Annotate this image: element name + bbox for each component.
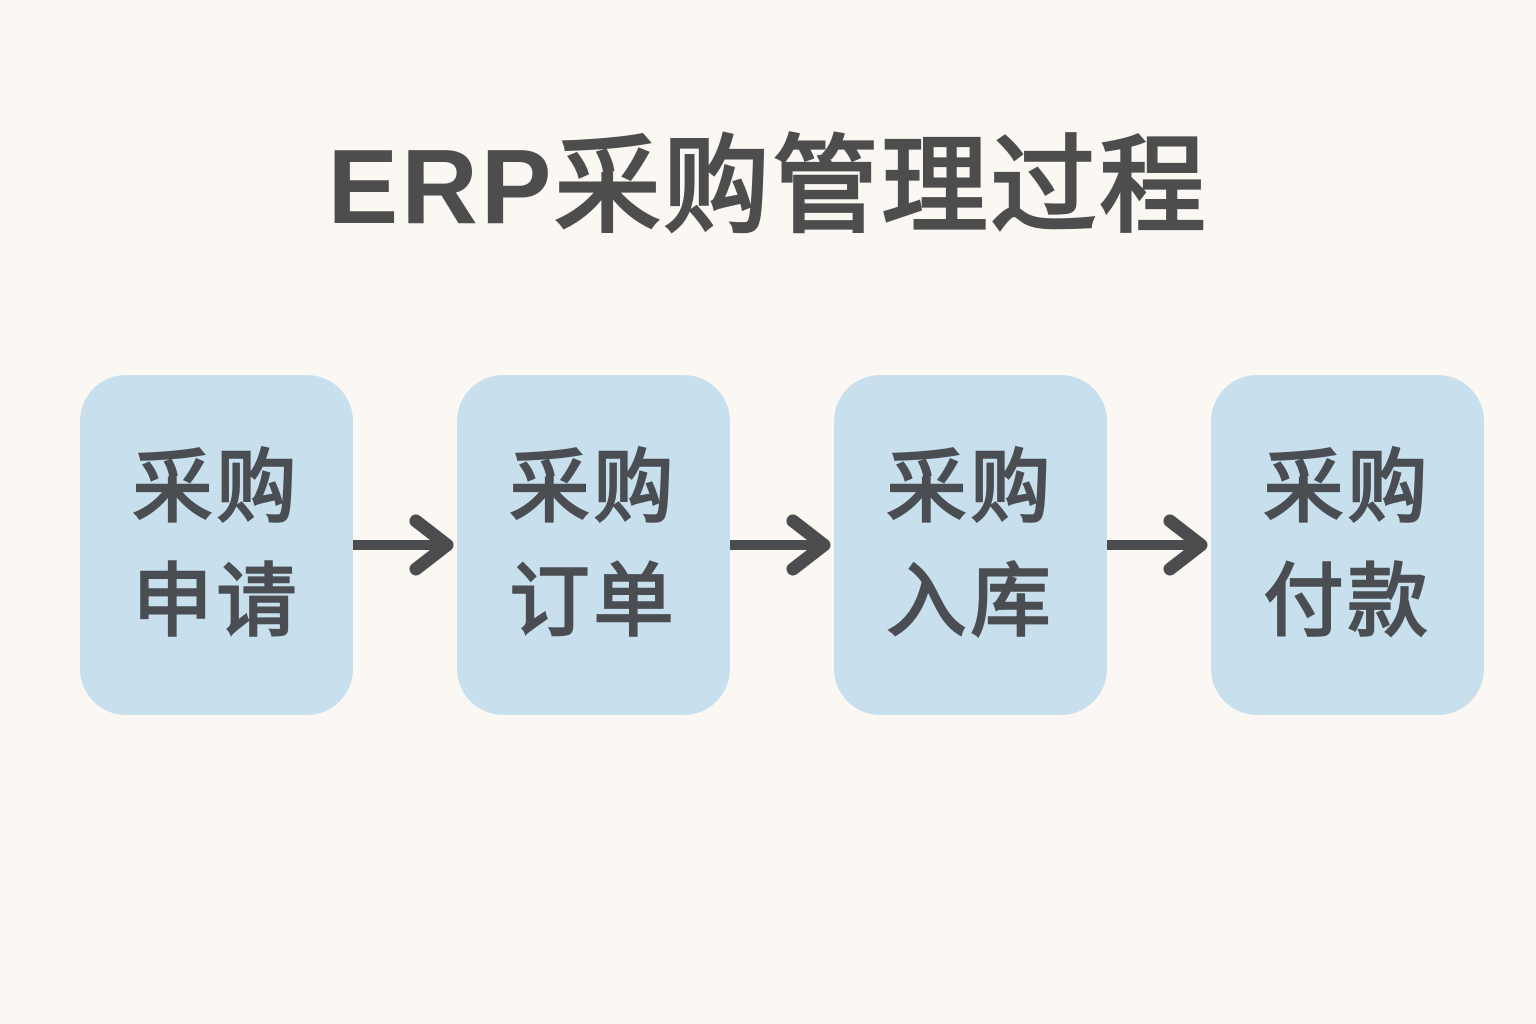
- arrow-right-icon: [730, 514, 831, 576]
- flow-connector: [1107, 375, 1211, 715]
- label-line: 采购: [132, 443, 301, 533]
- page-title: ERP采购管理过程: [327, 128, 1209, 246]
- label-line: 申请: [132, 557, 301, 646]
- label-line: 付款: [1263, 557, 1432, 646]
- flow-step-purchase-payment: 采购 付款: [1211, 375, 1484, 715]
- flow-step-purchase-order: 采购 订单: [457, 375, 730, 715]
- flow-step-label: 采购 订单: [510, 431, 678, 658]
- label-line: 采购: [1263, 443, 1432, 533]
- flow-connector: [353, 375, 457, 715]
- flow-step-purchase-receipt: 采购 入库: [834, 375, 1107, 715]
- label-line: 入库: [886, 557, 1055, 646]
- flow-step-label: 采购 付款: [1264, 431, 1432, 658]
- label-line: 采购: [509, 443, 678, 533]
- arrow-right-icon: [353, 514, 454, 576]
- flow-step-label: 采购 申请: [133, 431, 301, 658]
- label-line: 采购: [886, 443, 1055, 533]
- flow-step-label: 采购 入库: [887, 431, 1055, 658]
- label-line: 订单: [509, 557, 678, 646]
- flow-connector: [730, 375, 834, 715]
- flow-step-purchase-request: 采购 申请: [80, 375, 353, 715]
- arrow-right-icon: [1107, 514, 1208, 576]
- flow-row: 采购 申请 采购 订单 采购 入库: [80, 375, 1484, 715]
